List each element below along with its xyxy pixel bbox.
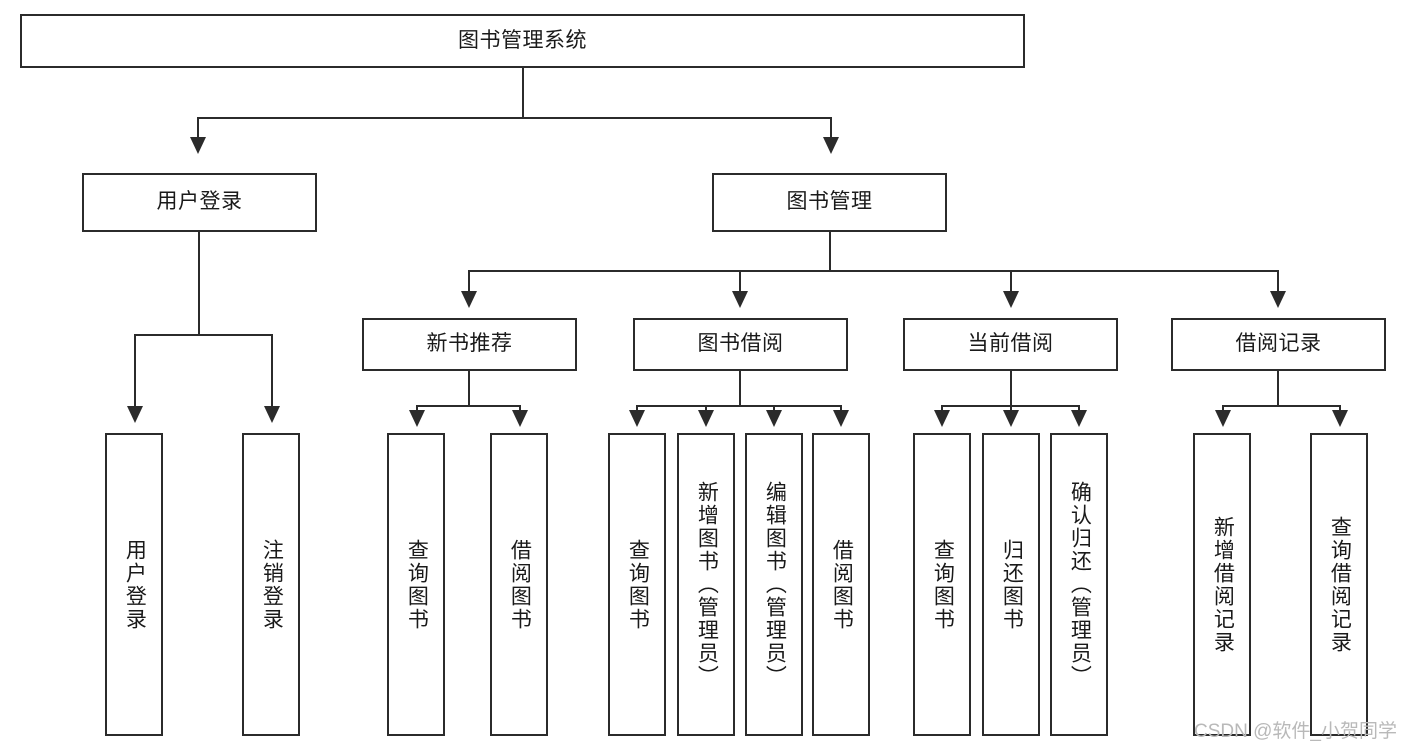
node-leaf-query-record-label: 查询借阅记录 [1328,515,1352,654]
connector-new-book-recommend-bus [416,405,521,407]
arrowhead-leaf-confirm-return [1071,410,1087,427]
node-leaf-borrow-book-1-label: 借阅图书 [508,538,532,631]
connector-book-borrow-stem [739,371,741,406]
connector-drop-leaf-user-logout [271,334,273,411]
connector-level1-bus [197,117,832,119]
node-leaf-add-book[interactable]: 新增图书（管理员） [677,433,735,736]
connector-drop-user-login [197,117,199,143]
node-current-borrow-label: 当前借阅 [967,332,1054,356]
arrowhead-leaf-add-record [1215,410,1231,427]
node-root[interactable]: 图书管理系统 [20,14,1025,68]
node-leaf-user-login-label: 用户登录 [123,538,147,631]
node-leaf-query-book-3[interactable]: 查询图书 [913,433,971,736]
node-leaf-query-record[interactable]: 查询借阅记录 [1310,433,1368,736]
node-leaf-edit-book[interactable]: 编辑图书（管理员） [745,433,803,736]
connector-user-login-bus [134,334,273,336]
node-leaf-add-record[interactable]: 新增借阅记录 [1193,433,1251,736]
arrowhead-leaf-query-book-1 [409,410,425,427]
arrowhead-leaf-borrow-book-2 [833,410,849,427]
arrowhead-leaf-borrow-book-1 [512,410,528,427]
node-current-borrow[interactable]: 当前借阅 [903,318,1118,371]
node-leaf-borrow-book-2[interactable]: 借阅图书 [812,433,870,736]
arrowhead-leaf-query-book-3 [934,410,950,427]
node-leaf-edit-book-label: 编辑图书（管理员） [763,481,787,688]
connector-user-login-stem [198,232,200,335]
connector-new-book-recommend-stem [468,371,470,406]
node-book-manage-label: 图书管理 [786,190,873,214]
node-leaf-return-book[interactable]: 归还图书 [982,433,1040,736]
node-leaf-user-logout-label: 注销登录 [260,538,284,631]
connector-drop-borrow-record [1277,270,1279,296]
node-book-borrow[interactable]: 图书借阅 [633,318,848,371]
node-leaf-query-book-3-label: 查询图书 [931,538,955,631]
node-leaf-query-book-1[interactable]: 查询图书 [387,433,445,736]
arrowhead-leaf-edit-book [766,410,782,427]
arrowhead-user-login [190,137,206,154]
connector-level2-bus [468,270,1279,272]
connector-drop-new-book-recommend [468,270,470,296]
node-borrow-record[interactable]: 借阅记录 [1171,318,1386,371]
node-leaf-borrow-book-1[interactable]: 借阅图书 [490,433,548,736]
node-leaf-query-book-2[interactable]: 查询图书 [608,433,666,736]
node-user-login-label: 用户登录 [156,190,243,214]
node-leaf-confirm-return[interactable]: 确认归还（管理员） [1050,433,1108,736]
connector-borrow-record-bus [1222,405,1341,407]
node-leaf-query-book-1-label: 查询图书 [405,538,429,631]
arrowhead-leaf-user-login [127,406,143,423]
arrowhead-leaf-user-logout [264,406,280,423]
node-leaf-user-login[interactable]: 用户登录 [105,433,163,736]
arrowhead-leaf-return-book [1003,410,1019,427]
node-root-label: 图书管理系统 [458,28,587,52]
node-leaf-add-book-label: 新增图书（管理员） [695,481,719,688]
connector-drop-current-borrow [1010,270,1012,296]
node-leaf-user-logout[interactable]: 注销登录 [242,433,300,736]
connector-drop-leaf-user-login [134,334,136,411]
connector-book-manage-stem [829,232,831,271]
connector-book-borrow-bus [636,405,842,407]
node-leaf-query-book-2-label: 查询图书 [626,538,650,631]
arrowhead-leaf-add-book [698,410,714,427]
node-leaf-borrow-book-2-label: 借阅图书 [830,538,854,631]
connector-borrow-record-stem [1277,371,1279,406]
node-leaf-return-book-label: 归还图书 [1000,538,1024,631]
arrowhead-leaf-query-record [1332,410,1348,427]
arrowhead-borrow-record [1270,291,1286,308]
node-book-manage[interactable]: 图书管理 [712,173,947,232]
connector-drop-book-manage [830,117,832,143]
arrowhead-current-borrow [1003,291,1019,308]
arrowhead-book-borrow [732,291,748,308]
arrowhead-book-manage [823,137,839,154]
node-new-book-recommend[interactable]: 新书推荐 [362,318,577,371]
node-leaf-confirm-return-label: 确认归还（管理员） [1068,481,1092,688]
arrowhead-leaf-query-book-2 [629,410,645,427]
node-book-borrow-label: 图书借阅 [697,332,784,356]
connector-root-stem [522,68,524,117]
node-leaf-add-record-label: 新增借阅记录 [1211,515,1235,654]
arrowhead-new-book-recommend [461,291,477,308]
node-user-login[interactable]: 用户登录 [82,173,317,232]
node-borrow-record-label: 借阅记录 [1235,332,1322,356]
connector-drop-book-borrow [739,270,741,296]
node-new-book-recommend-label: 新书推荐 [426,332,513,356]
connector-current-borrow-stem [1010,371,1012,406]
